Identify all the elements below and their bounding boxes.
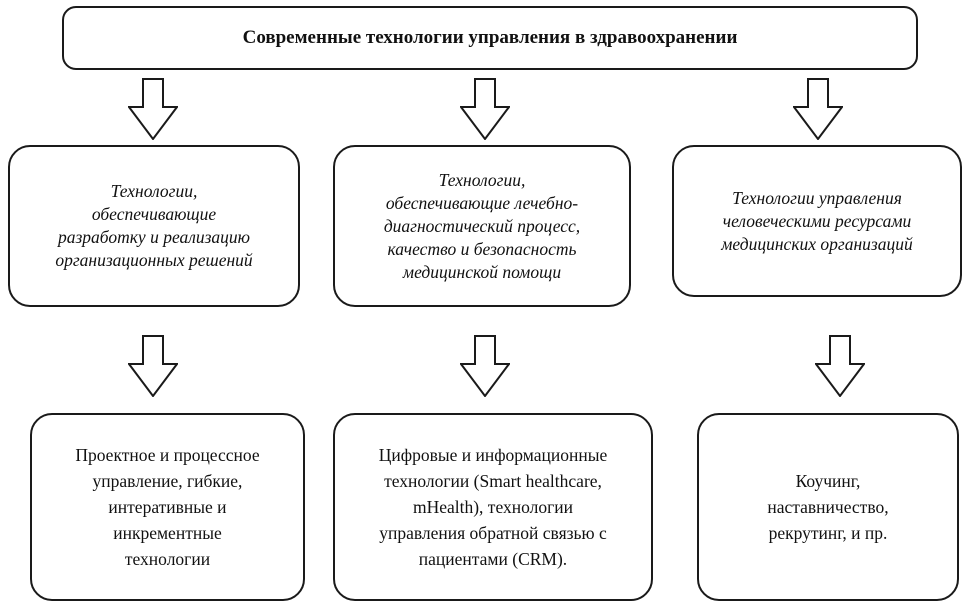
category-text: Технологии управления человеческими ресу… <box>721 187 913 254</box>
diagram-title-box: Современные технологии управления в здра… <box>62 6 918 70</box>
category-box-medical-process: Технологии, обеспечивающие лечебно- диаг… <box>333 145 631 307</box>
detail-box-organizational: Проектное и процессное управление, гибки… <box>30 413 305 601</box>
category-text: Технологии, обеспечивающие лечебно- диаг… <box>383 169 581 282</box>
detail-text: Цифровые и информационные технологии (Sm… <box>378 445 608 569</box>
diagram-title: Современные технологии управления в здра… <box>242 27 738 48</box>
arrow-down-icon <box>128 335 178 397</box>
arrow-down-icon <box>460 335 510 397</box>
detail-text: Коучинг, наставничество, рекрутинг, и пр… <box>767 471 889 543</box>
detail-text: Проектное и процессное управление, гибки… <box>75 445 260 569</box>
category-text: Технологии, обеспечивающие разработку и … <box>55 181 253 270</box>
arrow-down-icon <box>460 78 510 140</box>
category-box-human-resources: Технологии управления человеческими ресу… <box>672 145 962 297</box>
arrow-down-icon <box>793 78 843 140</box>
detail-box-human-resources: Коучинг, наставничество, рекрутинг, и пр… <box>697 413 959 601</box>
category-box-organizational: Технологии, обеспечивающие разработку и … <box>8 145 300 307</box>
detail-box-digital: Цифровые и информационные технологии (Sm… <box>333 413 653 601</box>
arrow-down-icon <box>128 78 178 140</box>
arrow-down-icon <box>815 335 865 397</box>
